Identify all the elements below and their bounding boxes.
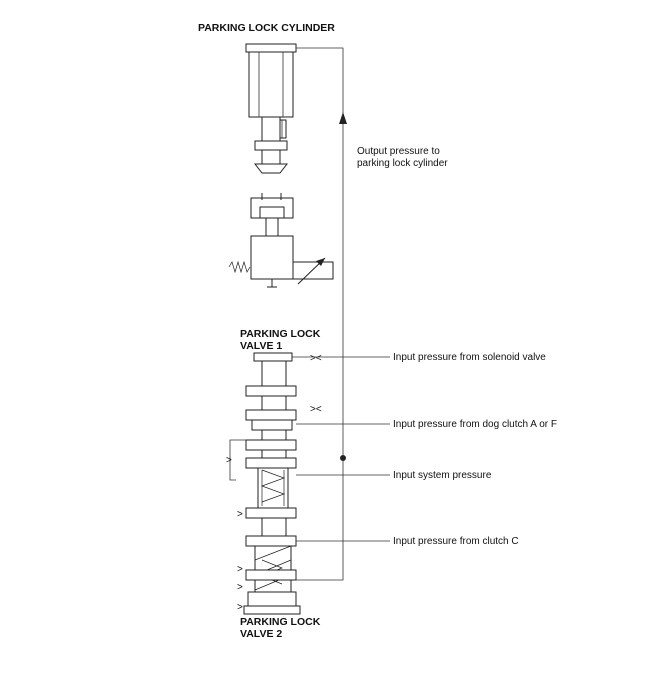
output-pressure-line [339,112,347,455]
svg-text:>: > [226,455,232,466]
svg-text:>: > [237,602,243,613]
svg-text:><: >< [310,404,322,415]
callout-lines [292,356,390,542]
output-pressure-label-line1: Output pressure to [357,146,440,157]
callout-system-pressure: Input system pressure [393,470,492,481]
parking-pawl-assembly [228,193,334,288]
parking-lock-cylinder [245,43,344,174]
valve2-label-line1: PARKING LOCK [240,616,321,628]
callout-clutch-c: Input pressure from clutch C [393,536,519,547]
parking-lock-valve-body: >< >< > > > > > [226,352,346,615]
svg-text:><: >< [310,353,322,364]
valve1-label-line2: VALVE 1 [240,340,282,352]
callout-dog-clutch: Input pressure from dog clutch A or F [393,419,557,430]
svg-text:>: > [237,582,243,593]
svg-text:>: > [237,509,243,520]
callout-solenoid-valve: Input pressure from solenoid valve [393,352,546,363]
valve2-label-line2: VALVE 2 [240,628,282,640]
svg-text:>: > [237,564,243,575]
parking-lock-cylinder-title: PARKING LOCK CYLINDER [198,22,335,34]
valve1-label-line1: PARKING LOCK [240,328,321,340]
output-pressure-label-line2: parking lock cylinder [357,158,448,169]
